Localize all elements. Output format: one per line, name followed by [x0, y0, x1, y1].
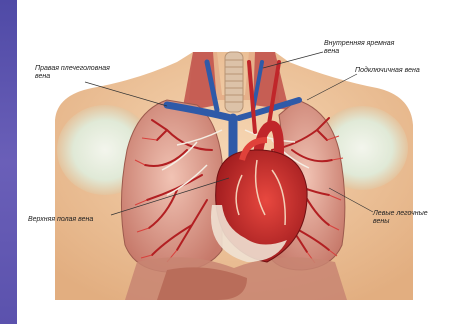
label-right-brachiocephalic-vein: Правая плечеголовная вена	[35, 65, 110, 81]
trachea	[225, 52, 243, 112]
side-bar	[0, 0, 17, 324]
label-internal-jugular-vein: Внутренняя яремная вена	[324, 40, 394, 56]
label-superior-vena-cava: Верхняя полая вена	[28, 216, 93, 224]
right-lung	[121, 100, 222, 272]
label-pulmonary-veins: Левые легочные вены	[373, 210, 428, 226]
label-subclavian-vein: Подключичная вена	[355, 67, 420, 75]
